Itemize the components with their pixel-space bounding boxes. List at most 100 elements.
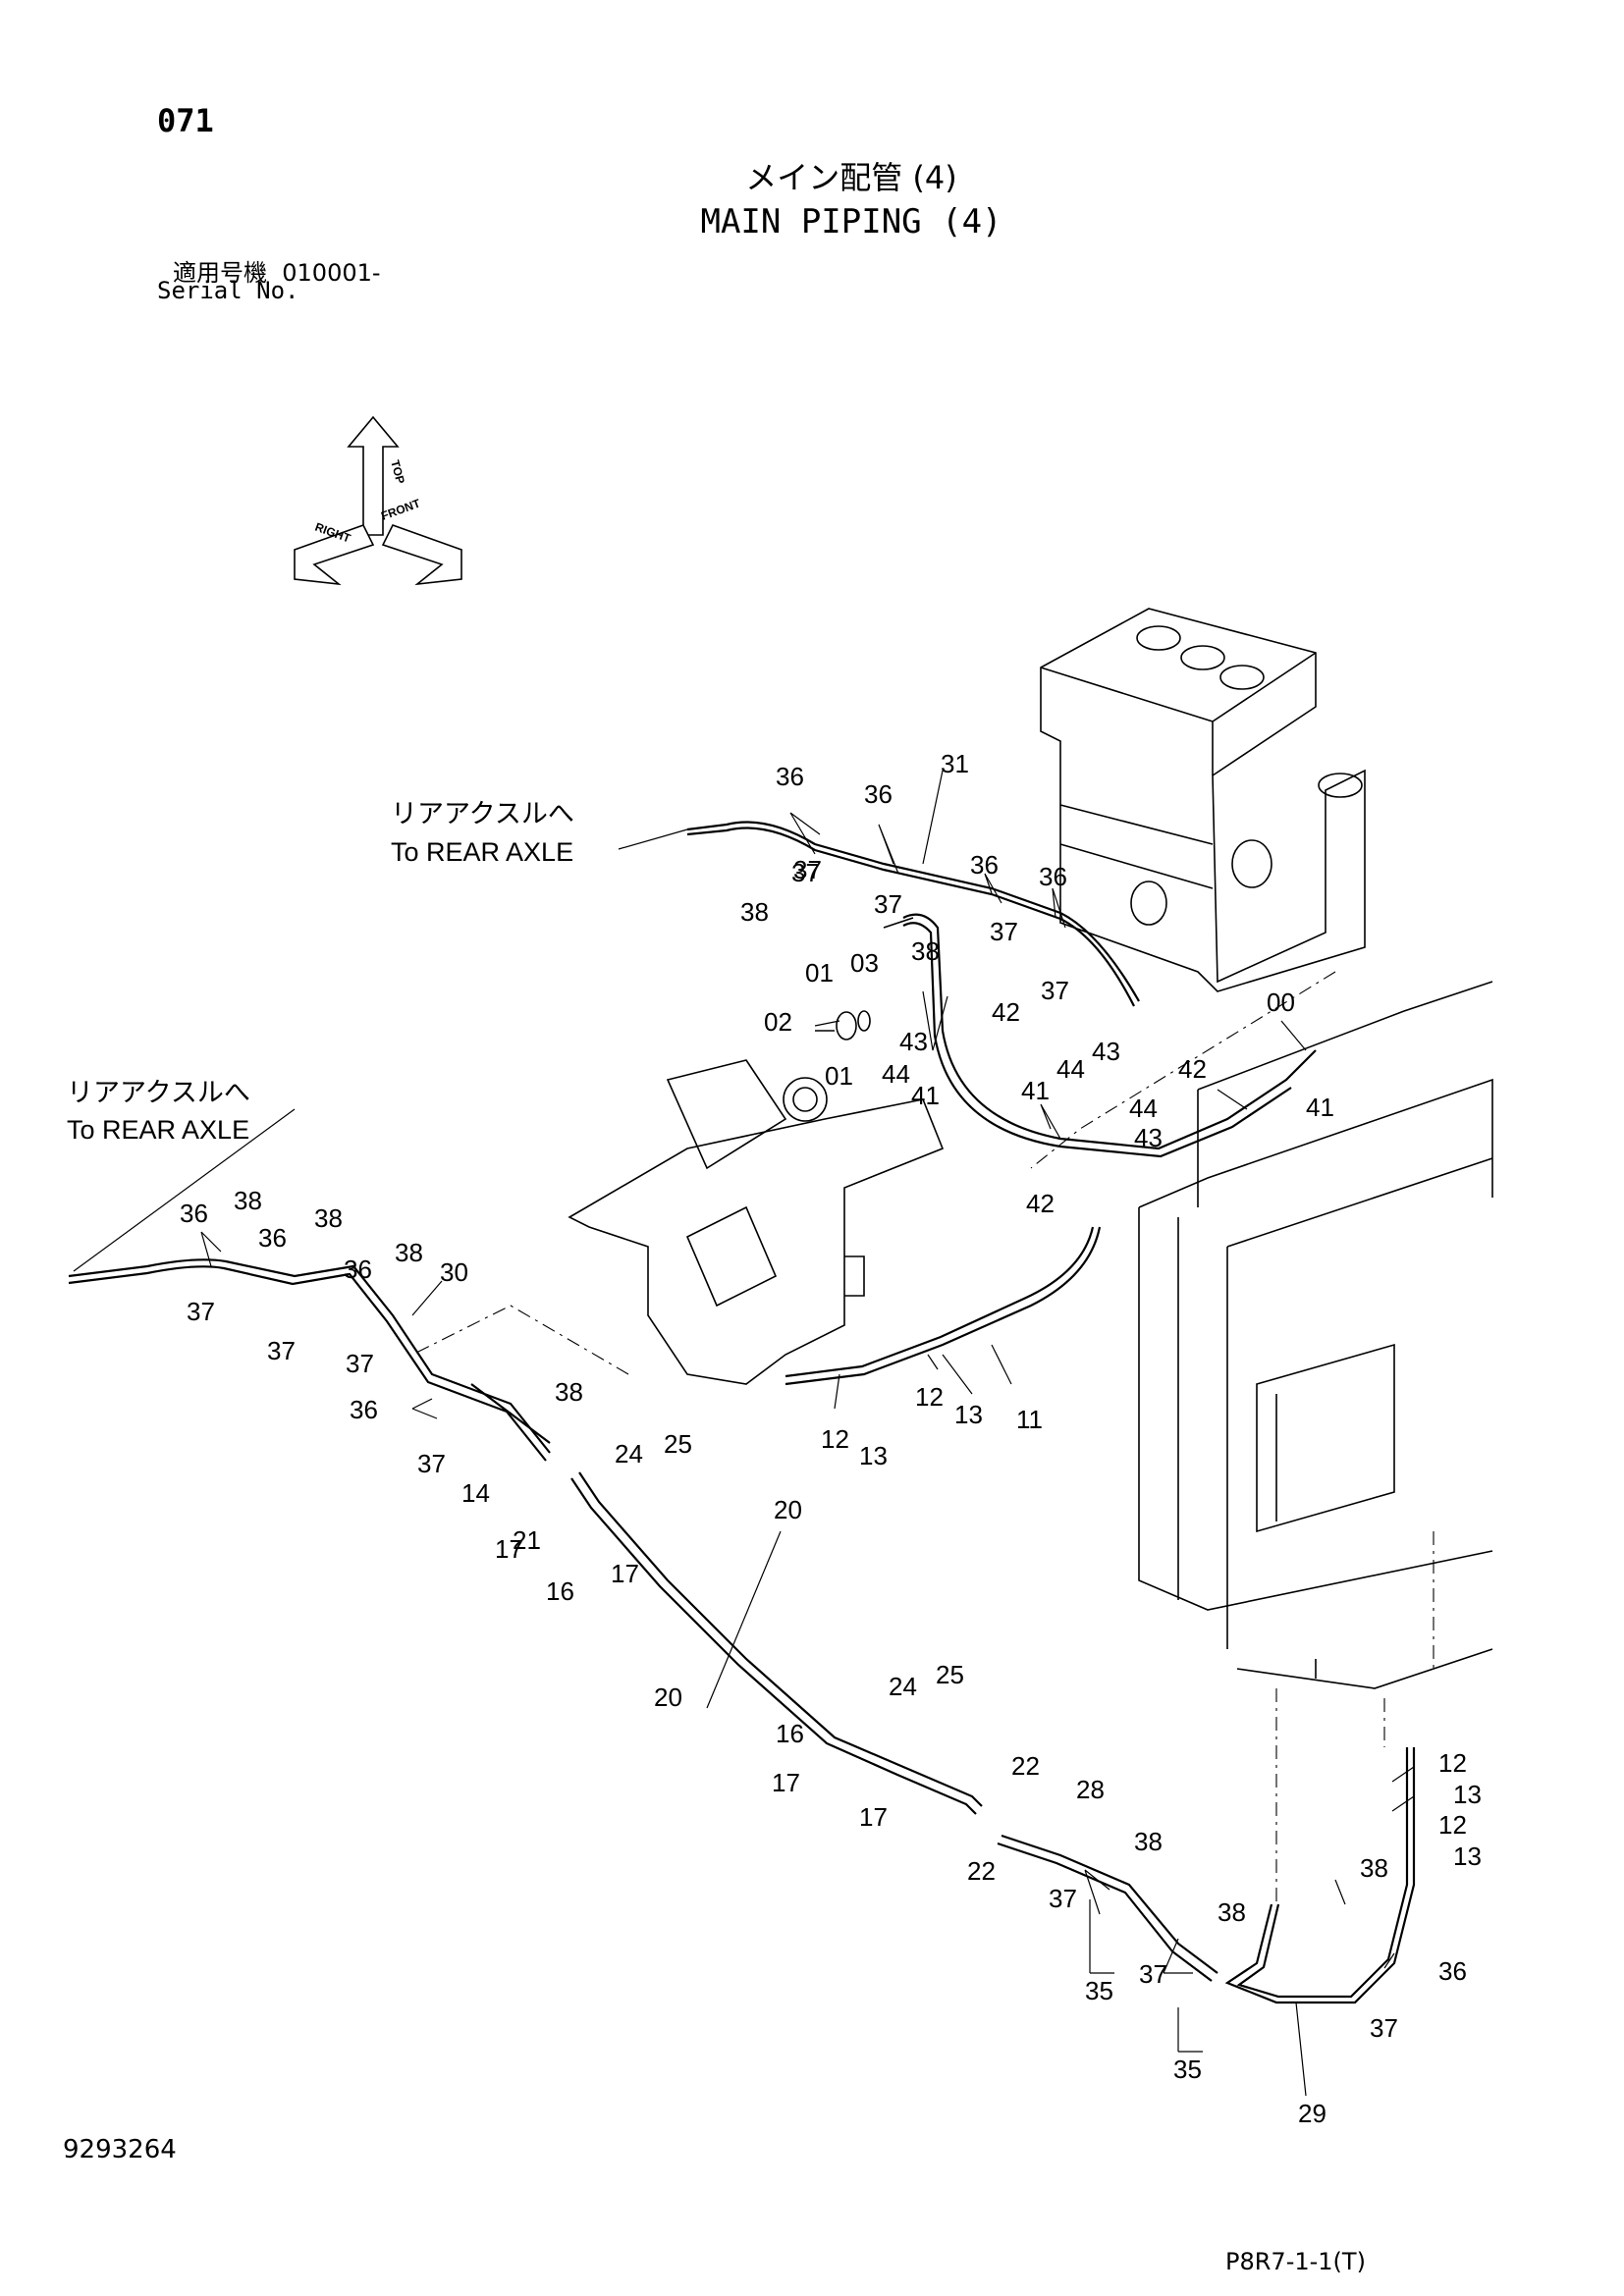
callout-number: 37 <box>990 917 1018 946</box>
callout-number: 12 <box>1438 1748 1467 1778</box>
callout-number: 43 <box>1092 1037 1120 1066</box>
callout-number: 14 <box>461 1478 490 1508</box>
callout-number: 44 <box>882 1059 910 1089</box>
hose-20 <box>578 1471 983 1807</box>
callout-number: 12 <box>1438 1810 1467 1840</box>
control-valve-block <box>1040 608 1366 992</box>
note-rear-axle-2-en: To REAR AXLE <box>67 1115 249 1145</box>
callout-number: 38 <box>234 1186 262 1215</box>
hose-31 <box>686 827 1135 1007</box>
hose-28 <box>1001 1834 1218 1974</box>
callout-number: 12 <box>915 1382 944 1412</box>
callout-number: 36 <box>776 762 804 791</box>
page-title-jp: メイン配管 (4) <box>745 159 957 196</box>
callout-number: 38 <box>1360 1853 1388 1883</box>
callout-number: 02 <box>764 1007 792 1037</box>
hose-41 <box>902 922 1292 1158</box>
callout-number: 36 <box>864 779 893 809</box>
callout-number: 37 <box>187 1297 215 1326</box>
hose-30 <box>68 1265 547 1462</box>
callout-number: 12 <box>821 1424 849 1454</box>
page-number: 071 <box>157 102 214 139</box>
callout-number: 20 <box>654 1682 682 1712</box>
callout-number: 35 <box>1085 1976 1113 2005</box>
hose-14 <box>470 1383 551 1444</box>
fitting-group <box>815 917 914 1041</box>
callout-number: 41 <box>1021 1076 1050 1105</box>
callout-number: 01 <box>825 1061 853 1091</box>
assembly-centerline <box>411 1305 629 1375</box>
callout-number: 25 <box>664 1429 692 1459</box>
right-arrow <box>294 524 375 586</box>
callout-number: 25 <box>936 1660 964 1689</box>
callout-number: 00 <box>1267 988 1295 1017</box>
top-label: TOP <box>388 458 407 485</box>
callout-number: 17 <box>611 1559 639 1588</box>
callout-number: 37 <box>791 858 820 887</box>
hose-20 <box>570 1477 977 1815</box>
callout-number: 36 <box>350 1395 378 1424</box>
hose-28 <box>997 1842 1213 1982</box>
hose-29 <box>1236 1747 1409 1999</box>
callout-number: 42 <box>1178 1054 1207 1084</box>
callout-number: 38 <box>740 897 769 927</box>
callout-number: 42 <box>992 997 1020 1027</box>
callout-number: 13 <box>859 1441 888 1470</box>
document-number: 9293264 <box>63 2135 177 2164</box>
callout-number: 36 <box>1438 1956 1467 1986</box>
hose-30 <box>68 1258 551 1454</box>
serial-value: 010001- <box>282 259 381 287</box>
callout-number: 43 <box>899 1027 928 1056</box>
serial-applicability: 適用号機 010001- <box>173 253 381 288</box>
callout-number: 37 <box>1370 2013 1398 2043</box>
hose-11 <box>785 1226 1102 1386</box>
page-title-en: MAIN PIPING (4) <box>700 202 1002 241</box>
callout-number: 38 <box>911 936 940 966</box>
callout-number: 35 <box>1173 2055 1202 2084</box>
callout-number: 44 <box>1129 1094 1158 1123</box>
callout-number: 01 <box>805 958 834 988</box>
hose-41 <box>902 913 1317 1150</box>
callout-number: 37 <box>346 1349 374 1378</box>
callout-number: 37 <box>793 855 822 884</box>
callout-number: 31 <box>941 749 969 778</box>
serial-label-en: Serial No. <box>157 277 299 304</box>
callout-number: 11 <box>1016 1405 1043 1434</box>
callout-number: 36 <box>180 1199 208 1228</box>
callout-number: 13 <box>1453 1780 1482 1809</box>
callout-number: 29 <box>1298 2099 1326 2128</box>
callout-number: 28 <box>1076 1775 1105 1804</box>
figure-reference: P8R7-1-1(T) <box>1225 2248 1366 2275</box>
radiator-assembly <box>1138 981 1493 1689</box>
callout-number: 36 <box>258 1223 287 1253</box>
hose-29 <box>1224 1747 1416 2004</box>
callout-number: 43 <box>1134 1123 1163 1152</box>
callout-number: 41 <box>911 1081 940 1110</box>
callout-number: 13 <box>1453 1842 1482 1871</box>
callout-number: 42 <box>1026 1189 1055 1218</box>
callout-number: 38 <box>395 1238 423 1267</box>
callout-number: 38 <box>1134 1827 1163 1856</box>
note-rear-axle-1-jp: リアアクスルへ <box>391 799 574 828</box>
callout-number: 37 <box>267 1336 296 1365</box>
top-arrow <box>347 415 400 536</box>
transmission-frame <box>568 1059 945 1385</box>
callout-number: 13 <box>954 1400 983 1429</box>
callout-number: 37 <box>874 889 902 919</box>
front-label: FRONT <box>379 496 422 523</box>
note-rear-axle-1-en: To REAR AXLE <box>391 837 573 867</box>
callout-number: 37 <box>1139 1959 1167 1989</box>
callout-number: 41 <box>1306 1093 1334 1122</box>
callout-number: 22 <box>1011 1751 1040 1781</box>
callout-labels: 36 36 31 37 37 38 36 37 38 36 37 37 01 0… <box>180 749 1482 2128</box>
callout-number: 38 <box>555 1377 583 1407</box>
hose-31 <box>686 821 1140 1002</box>
callout-number: 22 <box>967 1856 996 1886</box>
orientation-indicator: TOP RIGHT FRONT <box>294 415 462 586</box>
callout-number: 38 <box>314 1203 343 1233</box>
leader-lines <box>73 770 1415 2097</box>
callout-number: 20 <box>774 1495 802 1524</box>
callout-number: 36 <box>344 1255 372 1284</box>
callout-number: 17 <box>772 1768 800 1797</box>
